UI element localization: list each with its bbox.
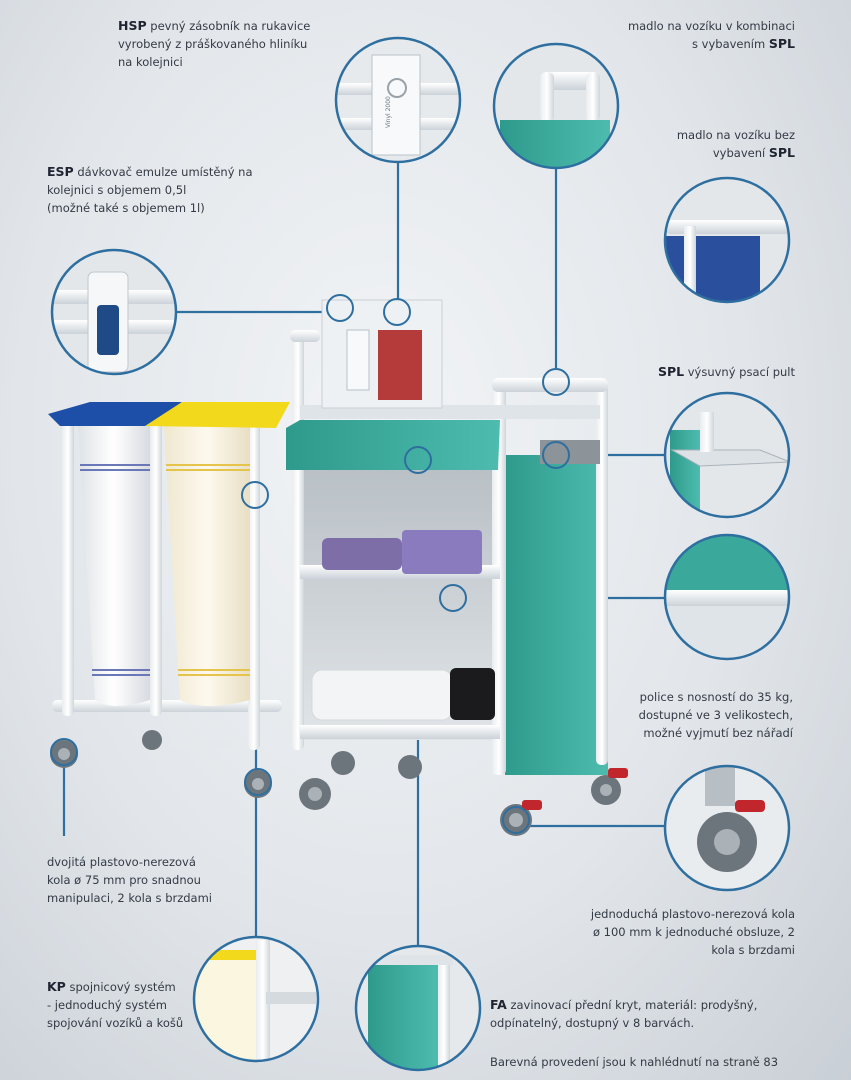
detail-hsp: Vinyl 2000	[334, 36, 462, 164]
white-laundry-bag	[78, 425, 150, 706]
detail-spl	[663, 391, 791, 519]
detail-fa	[354, 944, 482, 1072]
label-hsp: HSP pevný zásobník na rukavice vyrobený …	[118, 18, 311, 69]
label-madlo-bez: madlo na vozíku bez vybavení SPL	[676, 128, 795, 160]
detail-madlo-spl	[492, 42, 620, 170]
label-madlo-spl: madlo na vozíku v kombinaci s vybavením …	[627, 19, 795, 51]
front-cover	[286, 420, 500, 470]
handle-bar	[492, 378, 608, 392]
label-police: police s nosností do 35 kg, dostupné ve …	[638, 690, 793, 740]
label-jednoducha-kola: jednoduchá plastovo-nerezová kola ø 100 …	[590, 907, 795, 957]
detail-police	[663, 533, 791, 661]
blue-lid	[48, 402, 182, 426]
label-kp: KP spojnicový systém - jednoduchý systém…	[47, 979, 184, 1030]
detail-esp	[50, 248, 178, 376]
label-dvojita-kola: dvojitá plastovo-nerezová kola ø 75 mm p…	[47, 855, 213, 905]
bag-stripes-blue	[80, 464, 150, 676]
main-cart	[286, 299, 608, 775]
bag-stripes-yellow	[166, 464, 250, 676]
detail-kp	[192, 935, 320, 1063]
label-barevna-provedeni: Barevná provedení jsou k nahlédnutí na s…	[490, 1055, 779, 1069]
small-wheels	[50, 730, 272, 798]
label-esp: ESP dávkovač emulze umístěný na kolejnic…	[47, 164, 253, 215]
yellow-lid	[145, 402, 290, 428]
label-fa: FA zavinovací přední kryt, materiál: pro…	[490, 997, 758, 1030]
detail-jednoducha-kola	[663, 764, 791, 892]
yellow-laundry-bag	[164, 425, 250, 706]
side-panel	[505, 455, 608, 775]
label-spl: SPL výsuvný psací pult	[657, 364, 795, 379]
cart-wheels	[299, 751, 628, 836]
detail-markers	[50, 294, 570, 834]
detail-madlo-bez	[663, 176, 791, 304]
svg-text:Vinyl 2000: Vinyl 2000	[385, 96, 392, 128]
